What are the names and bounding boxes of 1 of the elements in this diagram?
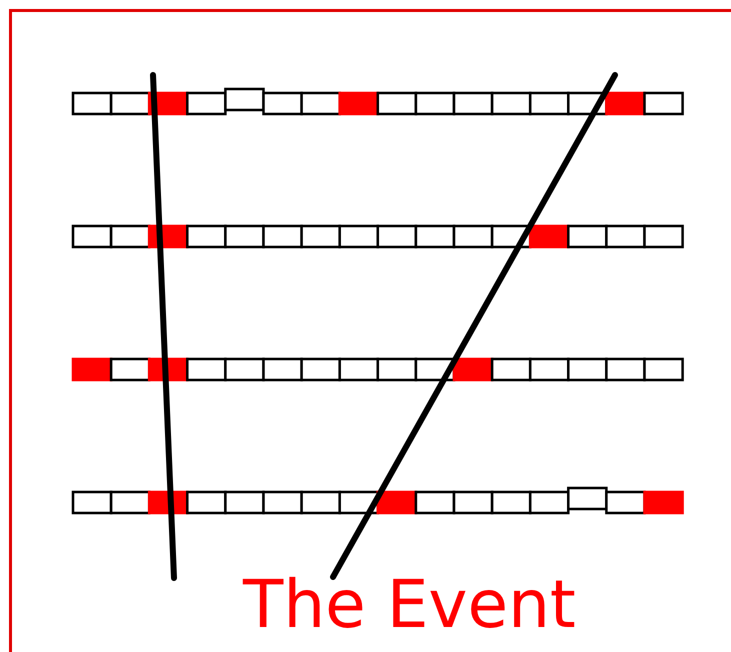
event-caption: The Event bbox=[243, 565, 576, 645]
